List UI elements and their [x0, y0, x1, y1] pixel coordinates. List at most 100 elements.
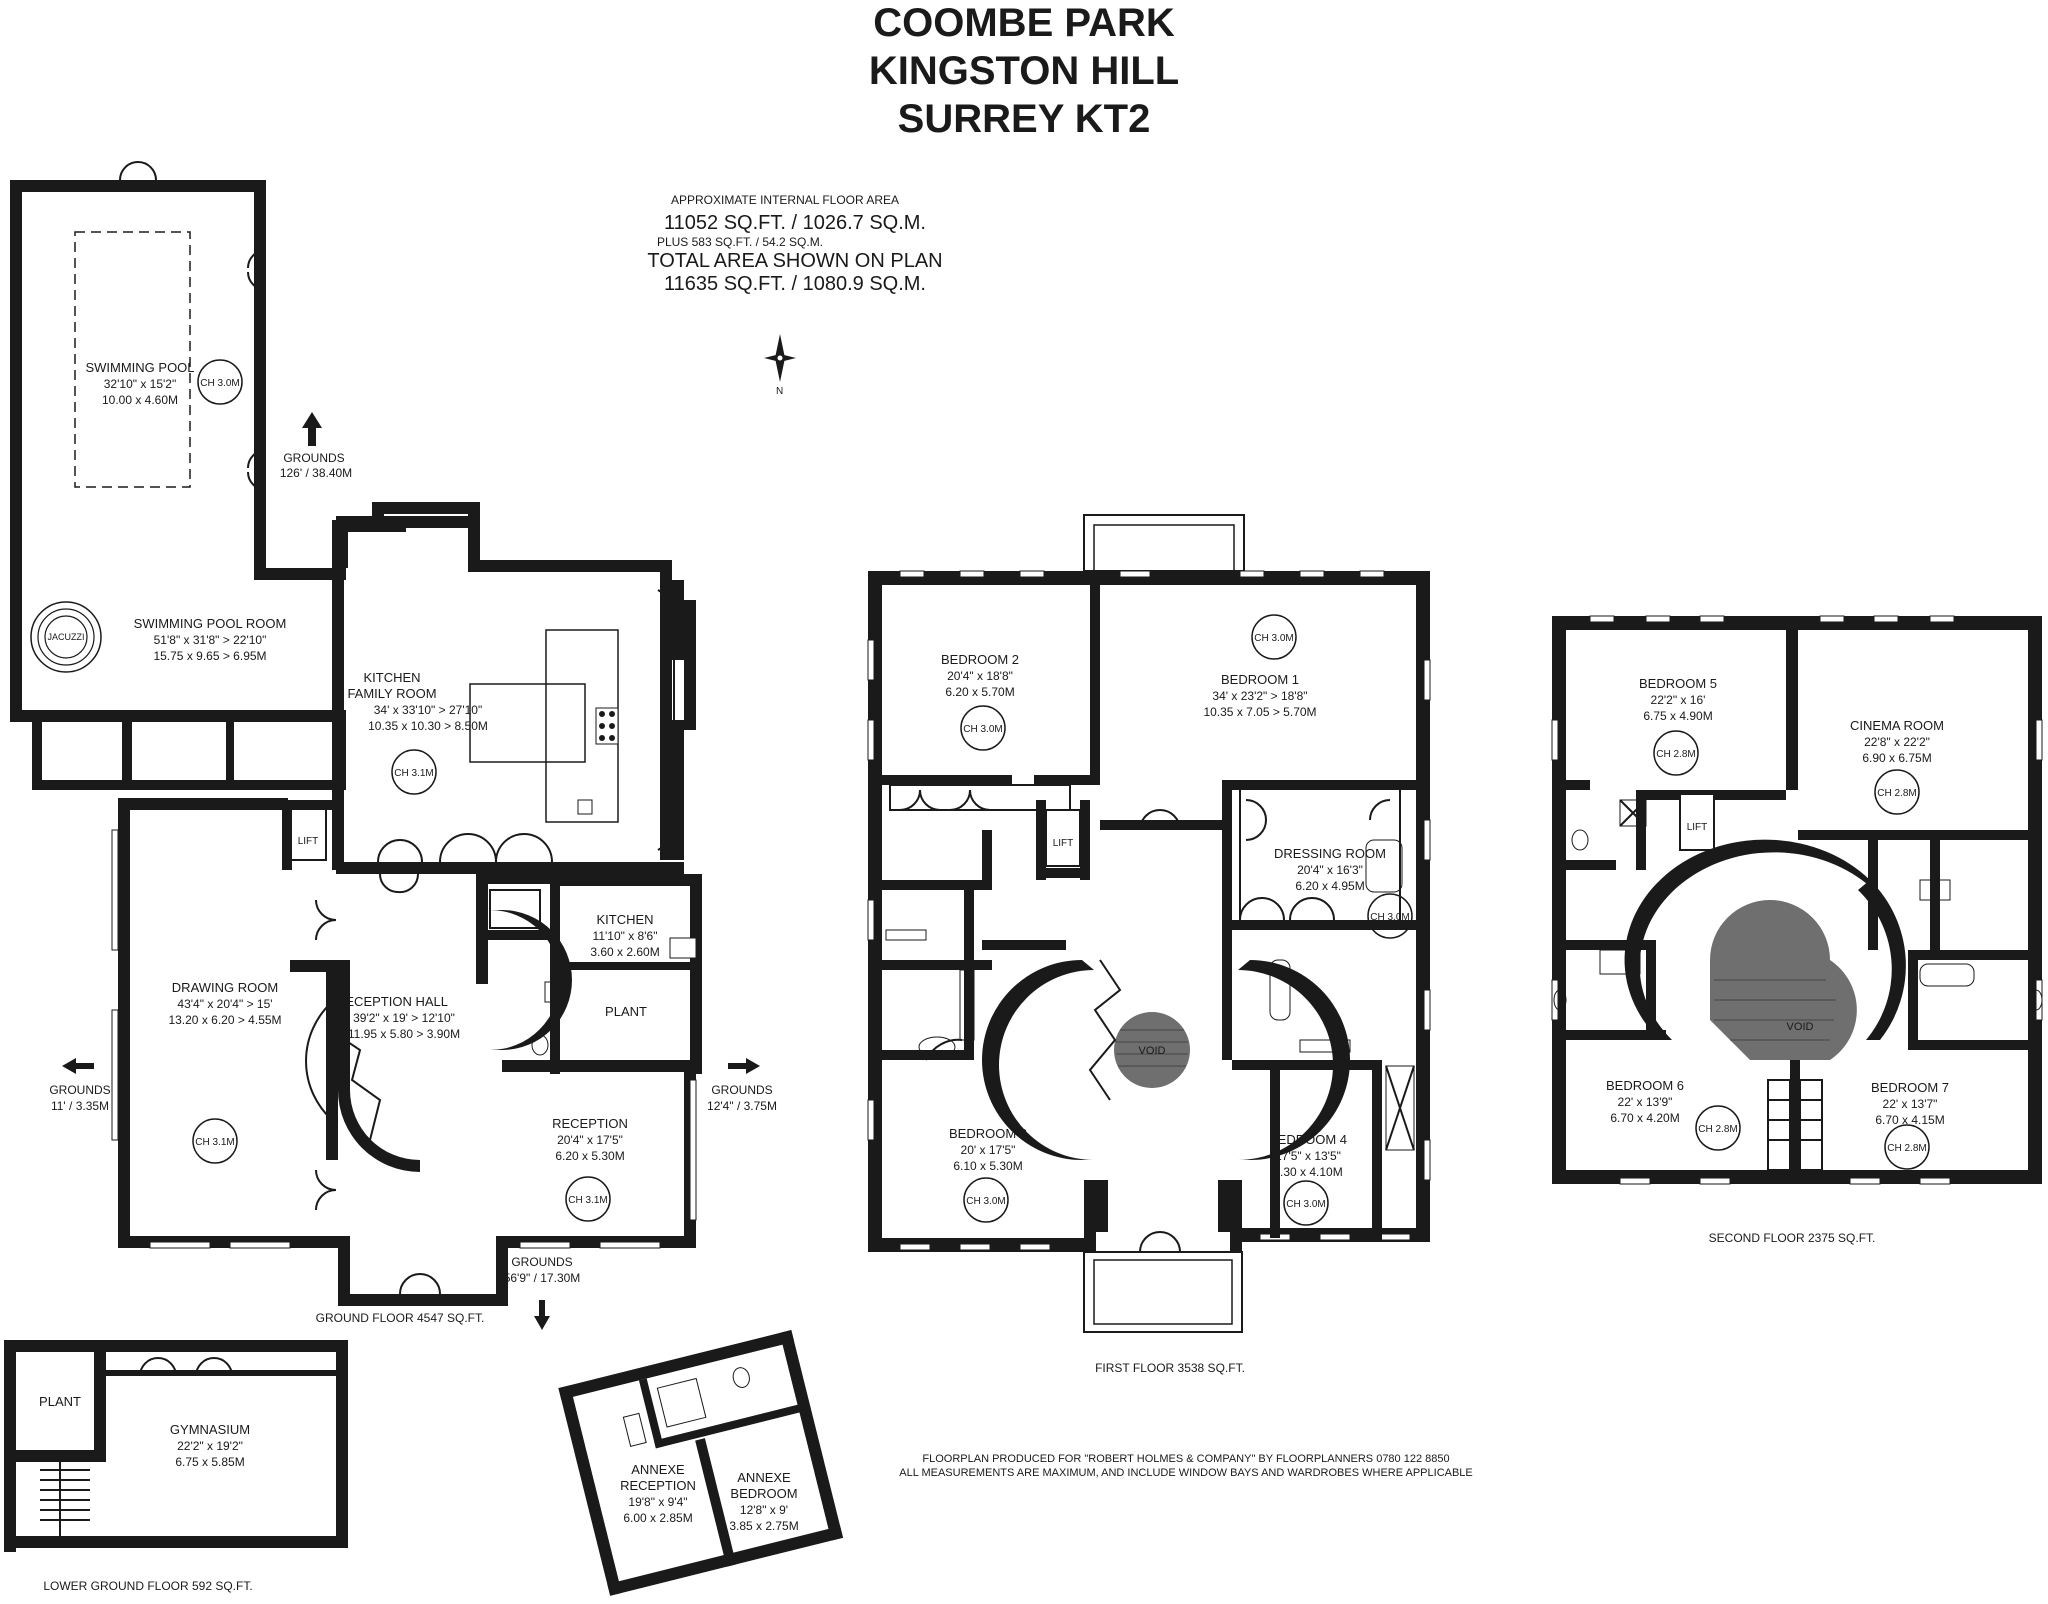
room-bedroom-6-dim1: 22' x 13'9": [1618, 1095, 1673, 1109]
title-line-1: COOMBE PARK: [873, 1, 1175, 45]
lift-label-first: LIFT: [1053, 838, 1074, 849]
room-bedroom-5-dim1: 22'2" x 16': [1651, 693, 1706, 707]
room-bedroom-7: BEDROOM 7: [1871, 1080, 1949, 1095]
annexe-labels: ANNEXE RECEPTION 19'8" x 9'4" 6.00 x 2.8…: [620, 1462, 799, 1533]
compass-icon: N: [764, 334, 796, 397]
room-kitchen-dim1: 11'10" x 8'6": [593, 929, 658, 943]
svg-text:CH 3.0M: CH 3.0M: [1286, 1199, 1325, 1210]
first-floor-labels: BEDROOM 2 20'4" x 18'8" 6.20 x 5.70M CH …: [941, 614, 1413, 1375]
room-annexe-bedroom-dim1: 12'8" x 9': [740, 1503, 788, 1517]
property-title: COOMBE PARK KINGSTON HILL SURREY KT2: [869, 1, 1179, 141]
room-bedroom-3: BEDROOM 3: [949, 1126, 1027, 1141]
room-bedroom-1-dim2: 10.35 x 7.05 > 5.70M: [1203, 705, 1316, 719]
room-bedroom-4-dim2: 5.30 x 4.10M: [1273, 1165, 1342, 1179]
room-bedroom-5-dim2: 6.75 x 4.90M: [1643, 709, 1712, 723]
room-gymnasium: GYMNASIUM: [170, 1422, 250, 1437]
footer-line-1: FLOORPLAN PRODUCED FOR "ROBERT HOLMES & …: [922, 1453, 1449, 1465]
room-plant: PLANT: [605, 1004, 647, 1019]
room-gymnasium-dim1: 22'2" x 19'2": [177, 1439, 243, 1453]
ceiling-height-badge: CH 3.0M: [1283, 1180, 1329, 1226]
svg-text:CH 2.8M: CH 2.8M: [1698, 1124, 1737, 1135]
lift-second: LIFT: [1679, 793, 1715, 851]
arrow-down-icon: [534, 1300, 550, 1330]
grounds-east-marker: GROUNDS 12'4" / 3.75M: [707, 1058, 777, 1113]
area-plus: PLUS 583 SQ.FT. / 54.2 SQ.M.: [657, 235, 823, 249]
grounds-south-label: GROUNDS: [511, 1255, 572, 1269]
room-bedroom-4-dim1: 17'5" x 13'5": [1275, 1149, 1341, 1163]
room-kitchen-family-dim2: 10.35 x 10.30 > 8.50M: [368, 719, 488, 733]
room-swimming-pool-dim1: 32'10" x 15'2": [104, 377, 177, 391]
room-kitchen-family-dim1: 34' x 33'10" > 27'10": [374, 703, 482, 717]
void-first: VOID: [1114, 1012, 1190, 1088]
second-floor-labels: BEDROOM 5 22'2" x 16' 6.75 x 4.90M CH 2.…: [1606, 676, 1949, 1245]
room-bedroom-3-dim2: 6.10 x 5.30M: [953, 1159, 1022, 1173]
room-bedroom-6: BEDROOM 6: [1606, 1078, 1684, 1093]
room-dressing: DRESSING ROOM: [1274, 846, 1386, 861]
room-bedroom-3-dim1: 20' x 17'5": [961, 1143, 1016, 1157]
grounds-west-dist: 11' / 3.35M: [51, 1099, 109, 1113]
room-drawing-dim2: 13.20 x 6.20 > 4.55M: [168, 1013, 281, 1027]
ceiling-height-badge: CH 2.8M: [1884, 1124, 1930, 1170]
lift-first: LIFT: [1045, 809, 1081, 867]
room-kitchen-family: KITCHEN: [363, 670, 420, 685]
title-line-2: KINGSTON HILL: [869, 49, 1179, 93]
area-summary: APPROXIMATE INTERNAL FLOOR AREA 11052 SQ…: [647, 193, 942, 295]
title-line-3: SURREY KT2: [898, 97, 1151, 141]
room-cinema: CINEMA ROOM: [1850, 718, 1944, 733]
ceiling-height-badge: CH 3.0M: [197, 359, 243, 405]
room-kitchen-dim2: 3.60 x 2.60M: [590, 945, 659, 959]
room-kitchen-family-name2: FAMILY ROOM: [347, 686, 436, 701]
room-annexe-reception-dim2: 6.00 x 2.85M: [623, 1511, 692, 1525]
room-lower-plant: PLANT: [39, 1394, 81, 1409]
room-annexe-reception: ANNEXE: [631, 1462, 685, 1477]
grounds-west-label: GROUNDS: [49, 1083, 110, 1097]
area-total: 11635 SQ.FT. / 1080.9 SQ.M.: [664, 273, 926, 295]
ceiling-height-badge: CH 3.1M: [192, 1118, 238, 1164]
room-reception-hall-dim2: 11.95 x 5.80 > 3.90M: [348, 1027, 460, 1041]
svg-text:CH 3.1M: CH 3.1M: [195, 1137, 234, 1148]
staircase-lower: [40, 1462, 90, 1536]
room-bedroom-2-dim1: 20'4" x 18'8": [947, 669, 1013, 683]
room-cinema-dim2: 6.90 x 6.75M: [1862, 751, 1931, 765]
room-gymnasium-dim2: 6.75 x 5.85M: [175, 1455, 244, 1469]
area-caption: APPROXIMATE INTERNAL FLOOR AREA: [671, 193, 899, 207]
room-reception-hall-dim1: 39'2" x 19' > 12'10": [353, 1011, 455, 1025]
ceiling-height-badge: CH 3.0M: [960, 705, 1006, 751]
room-reception-dim1: 20'4" x 17'5": [557, 1133, 623, 1147]
void-second: VOID: [1710, 900, 1857, 1060]
ceiling-height-badge: CH 3.1M: [565, 1176, 611, 1222]
compass-label: N: [776, 386, 783, 397]
svg-text:CH 2.8M: CH 2.8M: [1887, 1143, 1926, 1154]
room-swimming-pool: SWIMMING POOL: [85, 360, 194, 375]
grounds-east-label: GROUNDS: [711, 1083, 772, 1097]
grounds-west-marker: GROUNDS 11' / 3.35M: [49, 1058, 111, 1113]
room-cinema-dim1: 22'8" x 22'2": [1864, 735, 1930, 749]
plan-footer: FLOORPLAN PRODUCED FOR "ROBERT HOLMES & …: [899, 1453, 1473, 1479]
room-annexe-bedroom-dim2: 3.85 x 2.75M: [729, 1519, 798, 1533]
room-reception-dim2: 6.20 x 5.30M: [555, 1149, 624, 1163]
arrow-up-icon: [302, 412, 322, 446]
floor-label-first: FIRST FLOOR 3538 SQ.FT.: [1095, 1361, 1245, 1375]
ground-floor-plan: JACUZZI: [10, 161, 702, 1306]
room-swimming-pool-dim2: 10.00 x 4.60M: [102, 393, 178, 407]
ceiling-height-badge: CH 2.8M: [1874, 769, 1920, 815]
room-bedroom-1-dim1: 34' x 23'2" > 18'8": [1212, 689, 1307, 703]
room-annexe-reception-dim1: 19'8" x 9'4": [628, 1495, 687, 1509]
area-main: 11052 SQ.FT. / 1026.7 SQ.M.: [664, 212, 926, 234]
grounds-south-marker: GROUNDS 56'9" / 17.30M: [504, 1255, 580, 1330]
floor-label-ground: GROUND FLOOR 4547 SQ.FT.: [316, 1311, 485, 1325]
lift-label-ground: LIFT: [298, 836, 319, 847]
floor-label-second: SECOND FLOOR 2375 SQ.FT.: [1709, 1231, 1876, 1245]
area-total-caption: TOTAL AREA SHOWN ON PLAN: [647, 250, 942, 272]
room-bedroom-4: BEDROOM 4: [1269, 1132, 1347, 1147]
jacuzzi: JACUZZI: [30, 601, 102, 673]
room-dressing-dim1: 20'4" x 16'3": [1297, 863, 1363, 877]
room-bedroom-1: BEDROOM 1: [1221, 672, 1299, 687]
lift-label-second: LIFT: [1687, 822, 1708, 833]
grounds-north-marker: GROUNDS 126' / 38.40M: [280, 412, 352, 480]
ground-floor-labels: SWIMMING POOL 32'10" x 15'2" 10.00 x 4.6…: [85, 359, 660, 1325]
lift-ground: LIFT: [289, 807, 327, 861]
lower-ground-floor-plan: PLANT GYMNASIUM 22'2" x 19'2" 6.75 x 5.8…: [4, 1340, 348, 1593]
room-drawing: DRAWING ROOM: [172, 980, 278, 995]
